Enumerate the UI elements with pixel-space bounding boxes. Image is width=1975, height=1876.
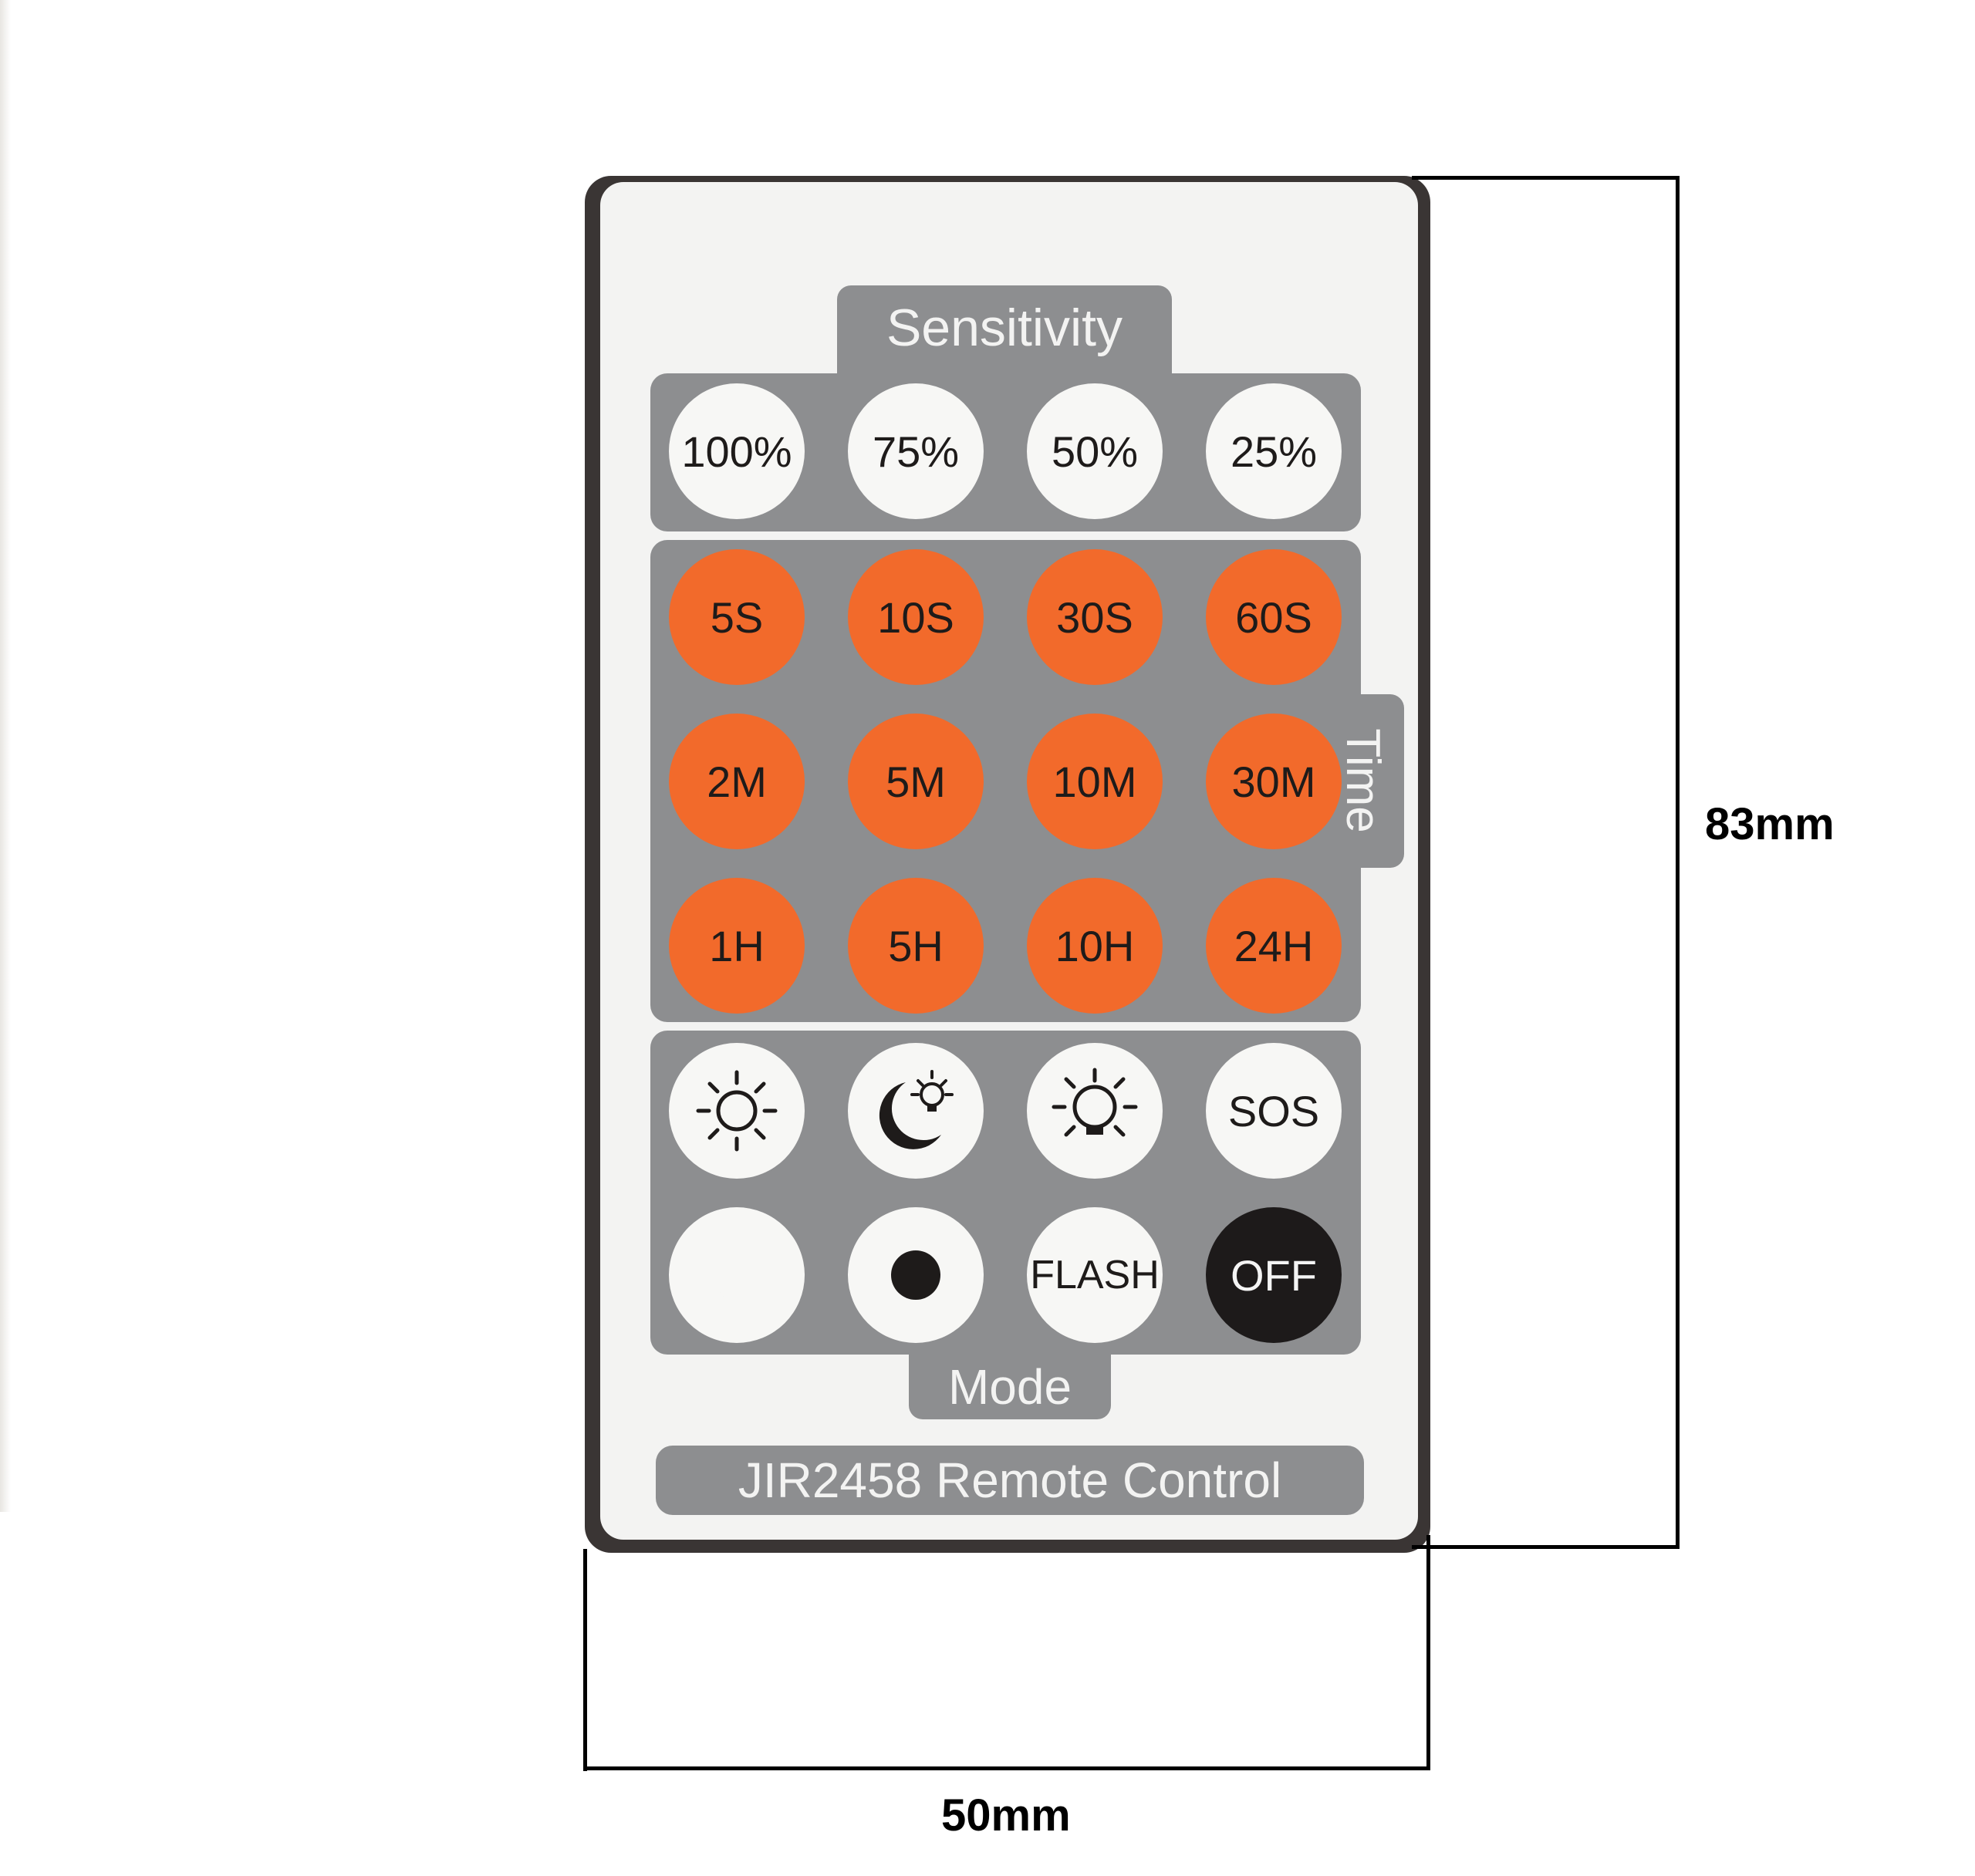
time-5s-button[interactable]: 5S	[669, 549, 805, 685]
height-dimension-label: 83mm	[1705, 799, 1835, 849]
time-10m-button[interactable]: 10M	[1027, 714, 1163, 849]
height-dimension-line	[1676, 176, 1680, 1549]
time-30m-button[interactable]: 30M	[1206, 714, 1342, 849]
width-dimension-right-tick	[1426, 1535, 1430, 1770]
night-day-bulb-mode-button[interactable]	[848, 1043, 984, 1179]
time-30s-button[interactable]: 30S	[1027, 549, 1163, 685]
model-name-bar	[656, 1446, 1364, 1515]
sun-bulb-icon	[1052, 1068, 1138, 1137]
sensitivity-25-button[interactable]: 25%	[1206, 383, 1342, 519]
night-mode-button[interactable]	[669, 1207, 805, 1343]
width-dimension-label: 50mm	[941, 1790, 1071, 1841]
sun-bulb-mode-button[interactable]	[1027, 1043, 1163, 1179]
height-dimension-bottom-tick	[1412, 1545, 1679, 1549]
moon-icon	[713, 1238, 774, 1310]
sun-icon	[696, 1070, 778, 1152]
height-dimension-top-tick	[1412, 176, 1679, 180]
flash-button[interactable]: FLASH	[1027, 1207, 1163, 1343]
background-edge-shade	[0, 0, 11, 1512]
dot-mode-button[interactable]	[848, 1207, 984, 1343]
time-1h-button[interactable]: 1H	[669, 878, 805, 1014]
width-dimension-line	[583, 1766, 1430, 1770]
sensitivity-100-button[interactable]: 100%	[669, 383, 805, 519]
sensitivity-title: Sensitivity	[886, 299, 1123, 357]
model-name: JIR2458 Remote Control	[738, 1453, 1282, 1508]
sensitivity-50-button[interactable]: 50%	[1027, 383, 1163, 519]
sensitivity-75-button[interactable]: 75%	[848, 383, 984, 519]
time-2m-button[interactable]: 2M	[669, 714, 805, 849]
time-10s-button[interactable]: 10S	[848, 549, 984, 685]
day-mode-button[interactable]	[669, 1043, 805, 1179]
mode-title: Mode	[947, 1359, 1072, 1415]
time-24h-button[interactable]: 24H	[1206, 878, 1342, 1014]
off-button[interactable]: OFF	[1206, 1207, 1342, 1343]
moon-sun-bulb-icon	[879, 1070, 954, 1149]
time-60s-button[interactable]: 60S	[1206, 549, 1342, 685]
sos-button[interactable]: SOS	[1206, 1043, 1342, 1179]
width-dimension-left-tick	[583, 1549, 587, 1771]
dot-icon	[891, 1250, 940, 1300]
time-5h-button[interactable]: 5H	[848, 878, 984, 1014]
time-10h-button[interactable]: 10H	[1027, 878, 1163, 1014]
time-5m-button[interactable]: 5M	[848, 714, 984, 849]
